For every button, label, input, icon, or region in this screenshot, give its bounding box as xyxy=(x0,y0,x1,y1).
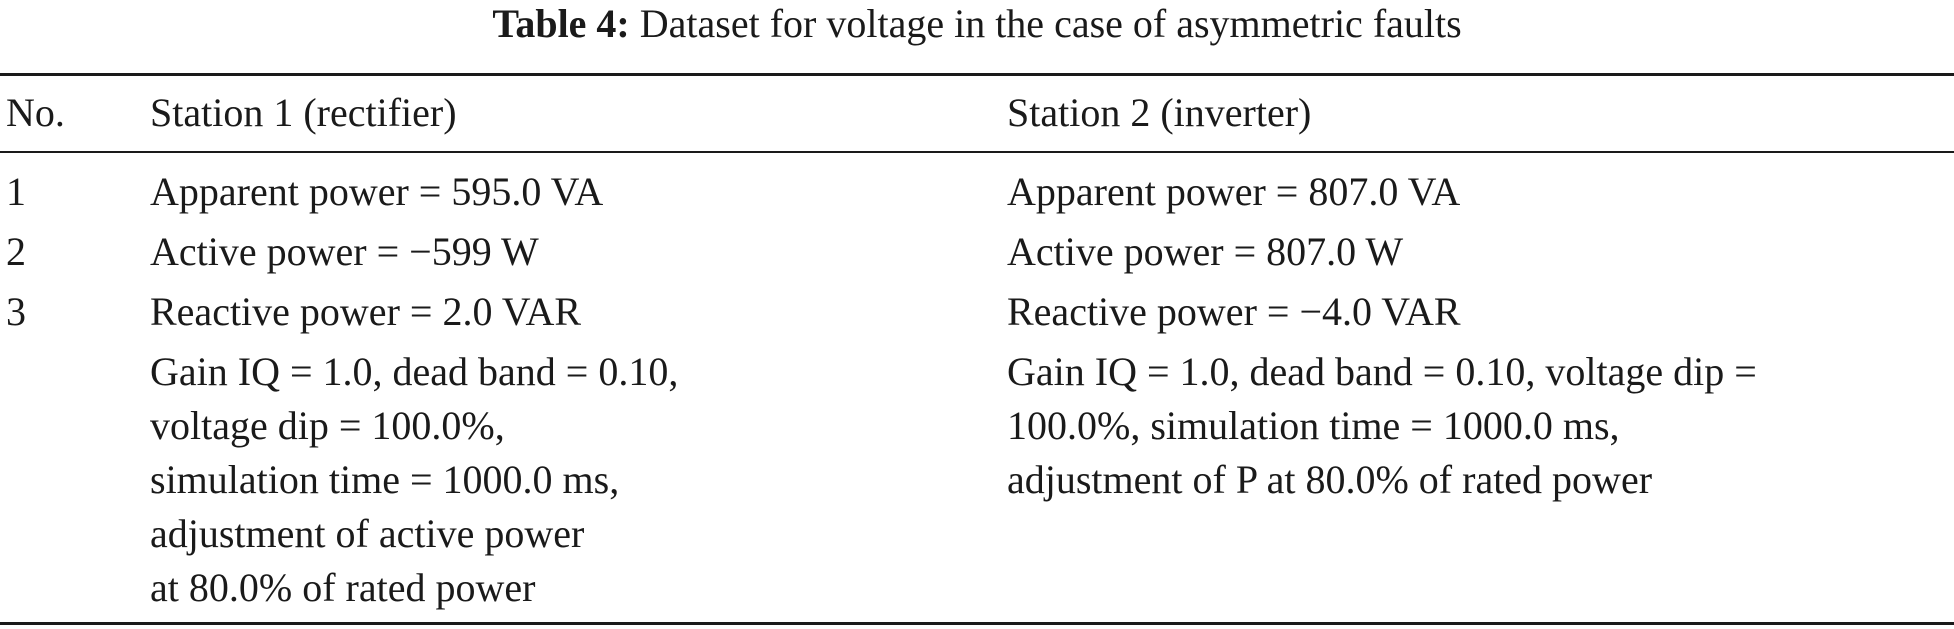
bottom-rule xyxy=(0,622,1954,625)
header-station-1: Station 1 (rectifier) xyxy=(150,90,457,135)
station-2-value: Active power = 807.0 W xyxy=(1007,229,1404,274)
settings-line: voltage dip = 100.0%, xyxy=(150,403,505,448)
header-rule xyxy=(0,151,1954,153)
settings-line: 100.0%, simulation time = 1000.0 ms, xyxy=(1007,403,1620,448)
settings-line: adjustment of active power xyxy=(150,511,585,556)
top-rule xyxy=(0,73,1954,76)
settings-line: Gain IQ = 1.0, dead band = 0.10, xyxy=(150,349,679,394)
caption-label: Table 4: xyxy=(492,1,630,46)
settings-line: adjustment of P at 80.0% of rated power xyxy=(1007,457,1653,502)
table-caption: Table 4: Dataset for voltage in the case… xyxy=(0,0,1954,52)
settings-line: simulation time = 1000.0 ms, xyxy=(150,457,620,502)
station-2-settings: Gain IQ = 1.0, dead band = 0.10, voltage… xyxy=(1007,345,1757,507)
caption-text: Dataset for voltage in the case of asymm… xyxy=(639,1,1462,46)
station-1-value: Active power = −599 W xyxy=(150,229,539,274)
row-number: 3 xyxy=(6,289,26,334)
station-2-value: Apparent power = 807.0 VA xyxy=(1007,169,1461,214)
row-number: 2 xyxy=(6,229,26,274)
station-1-value: Reactive power = 2.0 VAR xyxy=(150,289,582,334)
settings-line: Gain IQ = 1.0, dead band = 0.10, voltage… xyxy=(1007,349,1757,394)
header-station-2: Station 2 (inverter) xyxy=(1007,90,1312,135)
station-1-settings: Gain IQ = 1.0, dead band = 0.10, voltage… xyxy=(150,345,678,615)
header-no: No. xyxy=(6,90,65,135)
station-1-value: Apparent power = 595.0 VA xyxy=(150,169,604,214)
row-number: 1 xyxy=(6,169,26,214)
station-2-value: Reactive power = −4.0 VAR xyxy=(1007,289,1461,334)
settings-line: at 80.0% of rated power xyxy=(150,565,536,610)
